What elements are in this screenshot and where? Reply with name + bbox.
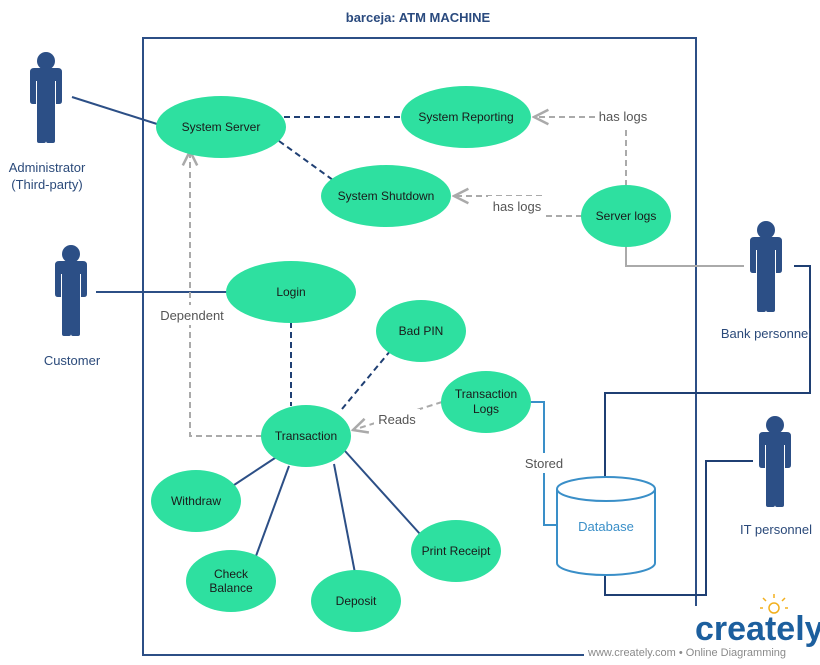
- edge-transaction-printreceipt: [344, 450, 421, 535]
- use-case-label: Login: [276, 285, 305, 299]
- use-case-login[interactable]: Login: [226, 261, 356, 323]
- edge-txlogs-transaction: [353, 401, 443, 430]
- edge-transaction-deposit: [333, 463, 356, 574]
- brand-footer: www.creately.com • Online Diagramming: [587, 647, 786, 659]
- diagram-title: barceja: ATM MACHINE: [346, 10, 491, 25]
- use-case-deposit[interactable]: Deposit: [311, 570, 401, 632]
- lightbulb-icon: [760, 594, 788, 614]
- edge-label-has-logs-2: has logs: [493, 199, 542, 214]
- actor-it-personnel[interactable]: IT personnel: [740, 416, 812, 537]
- edge-label-reads: Reads: [378, 412, 416, 427]
- edge-label-bg: [154, 305, 230, 325]
- use-case-label: Print Receipt: [422, 544, 491, 558]
- edge-itpersonnel-database: [604, 460, 753, 596]
- actor-label-line2: (Third-party): [11, 177, 83, 192]
- edge-label-bg: [595, 106, 651, 126]
- edge-transaction-badpin: [341, 349, 392, 410]
- bank-personnel-figure-icon: [750, 221, 782, 312]
- use-case-label-line1: Check: [214, 567, 249, 581]
- database-label: Database: [578, 519, 634, 534]
- brand-logo-text: creately: [695, 610, 820, 648]
- edge-label-has-logs-1: has logs: [599, 109, 648, 124]
- edge-label-stored: Stored: [525, 456, 563, 471]
- use-case-bad-pin[interactable]: Bad PIN: [376, 300, 466, 362]
- actor-label-line1: Administrator: [9, 160, 86, 175]
- use-case-withdraw[interactable]: Withdraw: [151, 470, 241, 532]
- use-case-label: Bad PIN: [399, 324, 444, 338]
- edge-server-shutdown: [278, 140, 334, 181]
- actor-label: Customer: [44, 353, 101, 368]
- use-case-transaction[interactable]: Transaction: [261, 405, 351, 467]
- actor-label: Bank personnel: [721, 326, 811, 341]
- creately-logo[interactable]: creately www.creately.com • Online Diagr…: [584, 594, 820, 664]
- use-case-system-server[interactable]: System Server: [156, 96, 286, 158]
- use-case-label: System Reporting: [418, 110, 513, 124]
- edge-serverlogs-bankpersonnel: [625, 246, 744, 267]
- use-case-label-line1: Transaction: [455, 387, 517, 401]
- edge-label-bg: [520, 453, 568, 473]
- use-case-server-logs[interactable]: Server logs: [581, 185, 671, 247]
- actor-customer[interactable]: Customer: [44, 245, 101, 368]
- it-personnel-figure-icon: [759, 416, 791, 507]
- use-case-label: System Server: [182, 120, 261, 134]
- actor-label: IT personnel: [740, 522, 812, 537]
- use-case-check-balance[interactable]: Check Balance: [186, 550, 276, 612]
- edge-bankpersonnel-database: [604, 265, 811, 477]
- use-case-label: Deposit: [336, 594, 377, 608]
- edge-transaction-systemserver: [190, 151, 262, 437]
- use-case-label: Withdraw: [171, 494, 221, 508]
- use-case-label-line2: Logs: [473, 402, 499, 416]
- use-case-label: Transaction: [275, 429, 337, 443]
- edge-label-bg: [488, 196, 546, 216]
- edge-transaction-checkbalance: [255, 465, 290, 557]
- administrator-figure-icon: [30, 52, 62, 143]
- use-case-system-reporting[interactable]: System Reporting: [401, 86, 531, 148]
- edge-transaction-withdraw: [227, 455, 279, 490]
- customer-figure-icon: [55, 245, 87, 336]
- edge-admin-system-server: [71, 96, 158, 125]
- use-case-system-shutdown[interactable]: System Shutdown: [321, 165, 451, 227]
- system-boundary: [142, 37, 697, 656]
- edge-label-dependent: Dependent: [160, 308, 224, 323]
- use-case-transaction-logs[interactable]: Transaction Logs: [441, 371, 531, 433]
- edge-label-bg: [374, 409, 420, 429]
- use-case-label: Server logs: [596, 209, 657, 223]
- use-case-label-line2: Balance: [209, 581, 253, 595]
- actor-bank-personnel[interactable]: Bank personnel: [721, 221, 811, 341]
- actor-administrator[interactable]: Administrator (Third-party): [9, 52, 86, 192]
- use-case-print-receipt[interactable]: Print Receipt: [411, 520, 501, 582]
- use-case-label: System Shutdown: [338, 189, 435, 203]
- edge-serverlogs-reporting: [534, 117, 627, 186]
- database-cylinder[interactable]: Database: [556, 476, 656, 576]
